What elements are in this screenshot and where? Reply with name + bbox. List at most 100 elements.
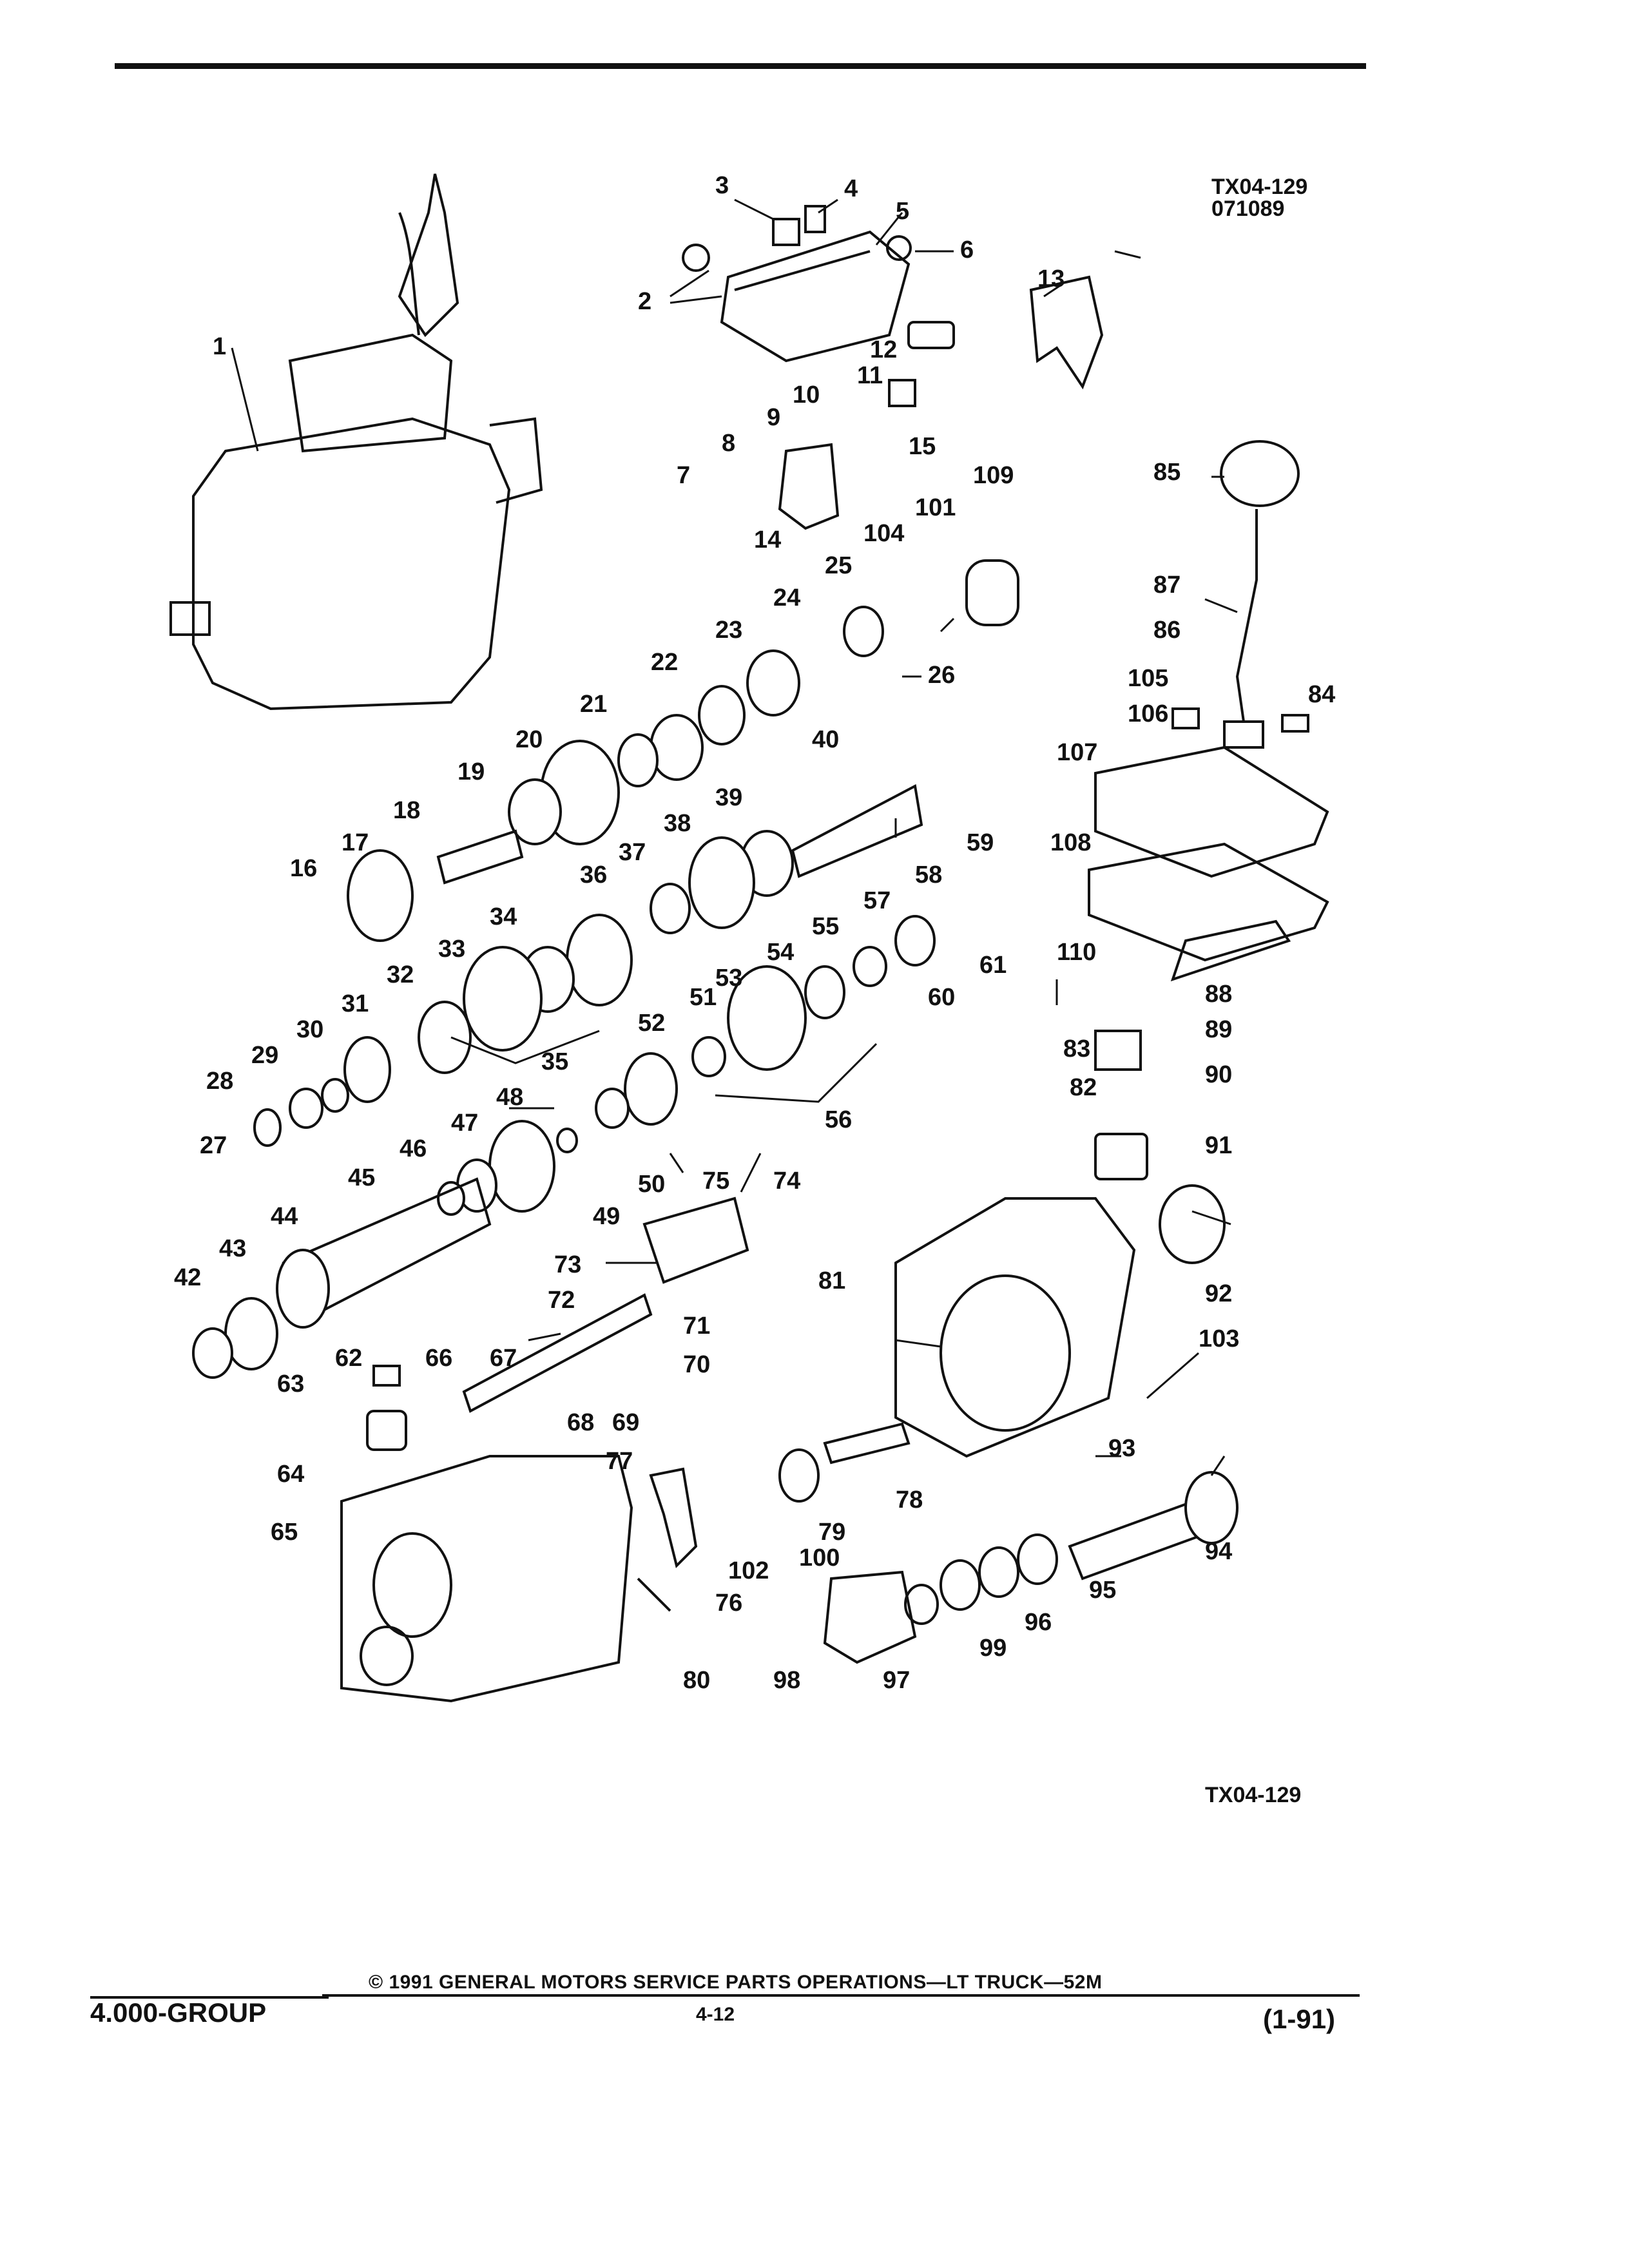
- callout-21: 21: [580, 691, 607, 718]
- callout-56: 56: [825, 1106, 852, 1133]
- callout-108: 108: [1050, 829, 1091, 856]
- callout-16: 16: [290, 855, 317, 882]
- callout-89: 89: [1205, 1016, 1232, 1043]
- shaft-78: [823, 1422, 911, 1465]
- callout-43: 43: [219, 1235, 246, 1262]
- callout-11: 11: [857, 362, 883, 389]
- flange-97: [823, 1570, 917, 1664]
- callout-19: 19: [458, 758, 485, 785]
- figure-code-bottom: TX04-129: [1205, 1783, 1302, 1807]
- callout-78: 78: [896, 1486, 923, 1514]
- block-63: [366, 1410, 407, 1451]
- callout-99: 99: [979, 1635, 1007, 1662]
- callout-96: 96: [1025, 1609, 1052, 1636]
- bracket-76: [649, 1467, 698, 1568]
- callout-42: 42: [174, 1264, 201, 1291]
- callout-25: 25: [825, 552, 852, 579]
- callout-93: 93: [1108, 1435, 1135, 1462]
- seal-91: [1159, 1184, 1226, 1264]
- leader-lines: [231, 198, 1238, 1476]
- shift-part-11: [888, 379, 916, 407]
- shifter-assembly: [1088, 440, 1329, 1180]
- top-cover: [682, 205, 912, 363]
- callout-70: 70: [683, 1351, 710, 1378]
- footer-date: (1-91): [1263, 2004, 1336, 2034]
- callout-101: 101: [915, 494, 956, 521]
- middle-gear-row: [253, 830, 794, 1147]
- callout-104: 104: [863, 520, 904, 547]
- callout-100: 100: [799, 1544, 840, 1571]
- callout-98: 98: [773, 1667, 800, 1694]
- callout-37: 37: [619, 839, 646, 866]
- callout-23: 23: [715, 617, 742, 644]
- callout-3: 3: [715, 172, 729, 199]
- callout-91: 91: [1205, 1132, 1232, 1159]
- callout-61: 61: [979, 952, 1007, 979]
- shift-fork-13: [1029, 275, 1104, 390]
- transmission-case-64: [340, 1455, 633, 1703]
- callout-14: 14: [754, 526, 781, 553]
- callout-79: 79: [818, 1519, 845, 1546]
- bracket-73: [642, 1196, 749, 1284]
- part-62: [372, 1365, 401, 1387]
- callout-38: 38: [664, 810, 691, 837]
- callout-26: 26: [928, 662, 955, 689]
- callout-30: 30: [296, 1016, 323, 1043]
- group-bracket-56: [715, 1043, 878, 1103]
- callout-64: 64: [277, 1461, 304, 1488]
- callout-84: 84: [1308, 681, 1335, 708]
- callout-76: 76: [715, 1590, 742, 1617]
- callout-58: 58: [915, 861, 942, 889]
- callout-103: 103: [1199, 1325, 1239, 1352]
- top-rule: [115, 63, 1366, 69]
- callout-46: 46: [400, 1135, 427, 1162]
- callout-72: 72: [548, 1287, 575, 1314]
- callout-24: 24: [773, 584, 800, 611]
- shift-fork-9: [778, 443, 840, 530]
- callout-6: 6: [960, 236, 974, 264]
- callout-35: 35: [541, 1048, 568, 1075]
- callout-88: 88: [1205, 981, 1232, 1008]
- callout-27: 27: [200, 1132, 227, 1159]
- callout-32: 32: [387, 961, 414, 988]
- callout-53: 53: [715, 965, 742, 992]
- callout-109: 109: [973, 462, 1014, 489]
- callout-13: 13: [1037, 265, 1065, 293]
- callout-4: 4: [844, 175, 858, 202]
- extension-housing-92: [894, 1197, 1136, 1458]
- callout-82: 82: [1070, 1074, 1097, 1101]
- callout-54: 54: [767, 939, 794, 966]
- callout-66: 66: [425, 1345, 452, 1372]
- callout-5: 5: [896, 198, 909, 225]
- shift-rail-67: [462, 1293, 653, 1413]
- callout-95: 95: [1089, 1577, 1116, 1604]
- figure-date-top: 071089: [1211, 197, 1285, 221]
- callout-68: 68: [567, 1409, 594, 1436]
- callout-63: 63: [277, 1370, 304, 1398]
- callout-87: 87: [1153, 572, 1181, 599]
- callout-33: 33: [438, 936, 465, 963]
- callout-8: 8: [722, 430, 735, 457]
- footer-rule: [322, 1994, 1360, 1997]
- callout-49: 49: [593, 1203, 620, 1230]
- callout-44: 44: [271, 1203, 298, 1230]
- lower-gear-row: [437, 915, 936, 1216]
- bolt-80: [637, 1577, 671, 1612]
- transmission-assembly: [169, 173, 543, 711]
- callout-12: 12: [870, 336, 897, 363]
- callout-90: 90: [1205, 1061, 1232, 1088]
- callout-28: 28: [206, 1068, 233, 1095]
- callout-45: 45: [348, 1164, 375, 1191]
- callout-62: 62: [335, 1345, 362, 1372]
- callout-97: 97: [883, 1667, 910, 1694]
- callout-51: 51: [689, 984, 717, 1011]
- group-bracket-35: [450, 1030, 600, 1064]
- callout-85: 85: [1153, 459, 1181, 486]
- footer-page-number: 4-12: [696, 2004, 735, 2025]
- callout-52: 52: [638, 1010, 665, 1037]
- callout-106: 106: [1128, 700, 1168, 727]
- callout-92: 92: [1205, 1280, 1232, 1307]
- callout-10: 10: [793, 381, 820, 408]
